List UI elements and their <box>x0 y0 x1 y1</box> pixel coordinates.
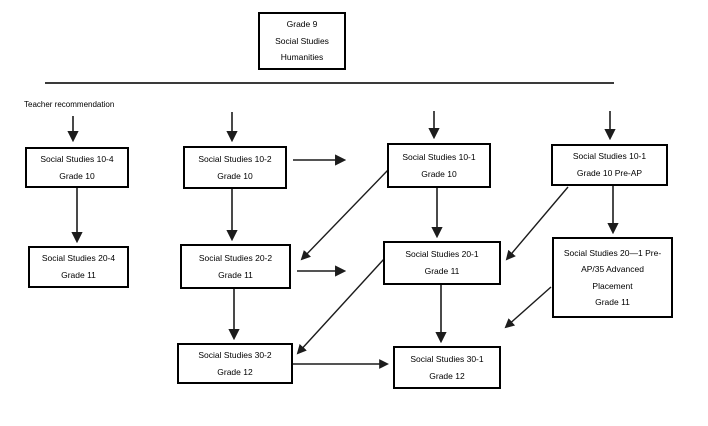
node-social-studies-20-4: Social Studies 20-4 Grade 11 <box>28 246 129 288</box>
node-social-studies-10-1: Social Studies 10-1 Grade 10 <box>387 143 491 188</box>
node-line: AP/35 Advanced <box>581 264 644 275</box>
node-line: Social Studies 20-2 <box>198 252 273 263</box>
node-social-studies-10-2: Social Studies 10-2 Grade 10 <box>183 146 287 189</box>
node-line: Social Studies 10-2 <box>198 153 272 164</box>
node-line: Grade 12 <box>429 370 465 381</box>
node-line: Social Studies 30-1 <box>410 353 484 364</box>
node-line: Social Studies 10-4 <box>40 153 114 164</box>
node-social-studies-20-1-preap-35-ap: Social Studies 20—1 Pre- AP/35 Advanced … <box>552 237 673 318</box>
node-social-studies-20-1: Social Studies 20-1 Grade 11 <box>383 241 501 285</box>
arrow-ss20-1-to-ss30-2 <box>296 258 385 355</box>
node-line: Grade 10 Pre-AP <box>576 168 643 178</box>
node-line: Social Studies 20-1 <box>405 249 479 260</box>
node-social-studies-20-2: Social Studies 20-2 Grade 11 <box>180 244 291 289</box>
node-line: Social Studies 10-1 <box>572 151 647 162</box>
node-line: Grade 11 <box>595 296 630 307</box>
node-grade9-humanities: Grade 9 Social Studies Humanities <box>258 12 346 70</box>
node-social-studies-10-1-preap: Social Studies 10-1 Grade 10 Pre-AP <box>551 144 668 186</box>
node-line: Grade 10 <box>421 168 457 179</box>
node-social-studies-30-1: Social Studies 30-1 Grade 12 <box>393 346 501 389</box>
node-social-studies-10-4: Social Studies 10-4 Grade 10 <box>25 147 129 188</box>
node-line: Grade 10 <box>59 170 95 181</box>
node-line: Grade 12 <box>217 366 253 377</box>
node-line: Grade 11 <box>218 269 253 280</box>
node-line: Social Studies 20—1 Pre- <box>563 248 662 259</box>
node-social-studies-30-2: Social Studies 30-2 Grade 12 <box>177 343 293 384</box>
node-line: Social Studies 10-1 <box>402 151 476 162</box>
node-line: Grade 11 <box>424 266 460 276</box>
node-line: Grade 10 <box>217 170 253 181</box>
node-line: Social Studies <box>275 35 329 46</box>
arrow-ss10-1-preap-to-ss20-1 <box>505 186 569 261</box>
node-line: Social Studies 30-2 <box>198 349 272 360</box>
node-line: Placement <box>592 280 633 291</box>
node-line: Grade 11 <box>61 270 96 280</box>
arrow-ss20-1-preap35-to-ss30-1 <box>504 286 552 329</box>
node-line: Grade 9 <box>286 19 318 30</box>
node-line: Humanities <box>280 52 324 63</box>
arrow-ss10-1-to-ss20-2 <box>300 169 389 261</box>
node-line: Social Studies 20-4 <box>41 253 116 264</box>
teacher-recommendation-label: Teacher recommendation <box>24 100 115 109</box>
